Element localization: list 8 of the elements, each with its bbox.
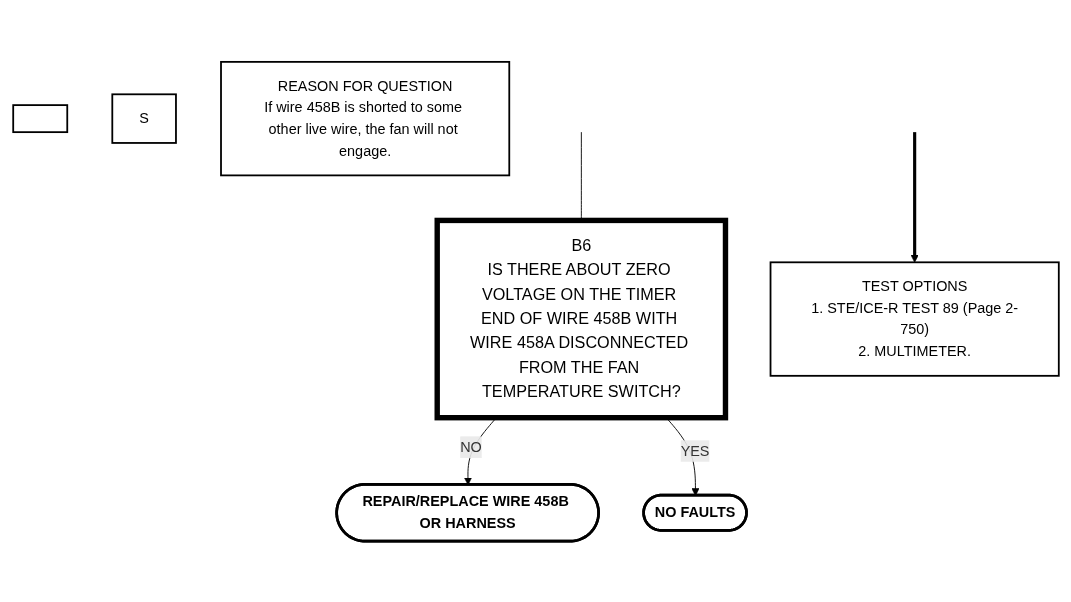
node-box	[11, 103, 68, 133]
node-box: B6 IS THERE ABOUT ZERO VOLTAGE ON THE TIMER END OF WIRE 458B WITH WIRE 458A DISCONNECTED FROM THE FAN TEMPERATURE SWITCH?	[434, 217, 728, 420]
arrow	[910, 131, 919, 263]
edge-label: YES	[680, 442, 709, 458]
edge-label: NO	[459, 438, 482, 454]
node-box: S	[110, 92, 177, 144]
node-box: REASON FOR QUESTION If wire 458B is shorted to some other live wire, the fan will not engage.	[219, 60, 510, 176]
node-box: TEST OPTIONS 1. STE/ICE-R TEST 89 (Page 2-750) 2. MULTIMETER.	[769, 260, 1060, 377]
